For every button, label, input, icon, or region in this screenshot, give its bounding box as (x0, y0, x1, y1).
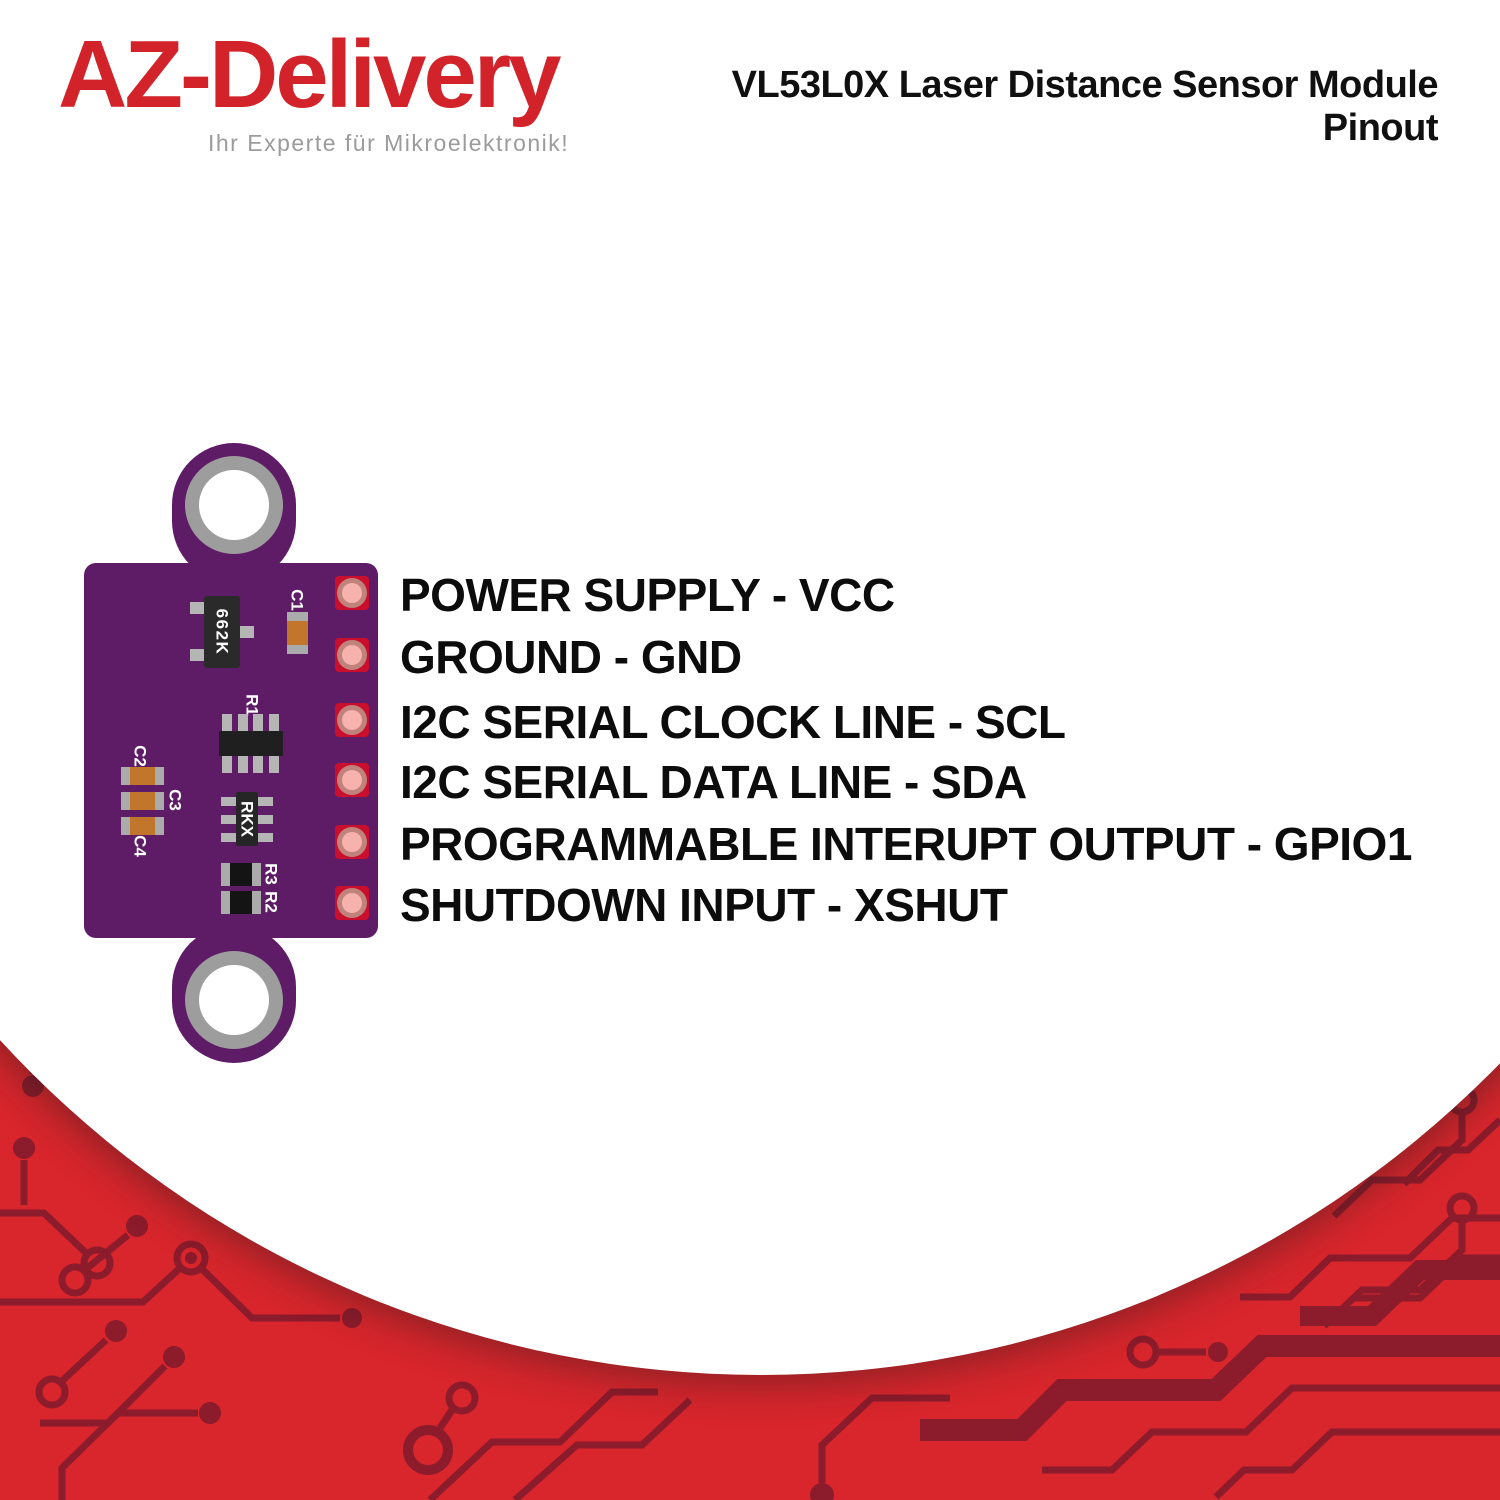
component-resistors-r3-r2: R3 R2 (221, 863, 281, 914)
component-regulator-u1: 662K (190, 596, 254, 668)
pin-pads (335, 576, 369, 920)
silkscreen-c3: C3 (166, 789, 185, 811)
component-ic-r1: R1 (219, 694, 283, 773)
pin-label-xshut: SHUTDOWN INPUT - XSHUT (400, 879, 1008, 931)
circuit-traces (0, 1000, 1500, 1500)
pin-label-sda: I2C SERIAL DATA LINE - SDA (400, 756, 1027, 808)
pin-pad-scl (335, 703, 369, 737)
brand-tagline: Ihr Experte für Mikroelektronik! (208, 130, 570, 156)
page-subtitle: Pinout (1322, 106, 1439, 149)
silkscreen-c1: C1 (288, 589, 307, 611)
component-capacitors-c2-c3-c4: C2 C3 C4 (121, 745, 185, 857)
brand-logo: AZ-Delivery (58, 21, 562, 128)
silkscreen-c2: C2 (131, 745, 150, 767)
mounting-hole-bottom (185, 951, 283, 1049)
silkscreen-r3: R3 (262, 863, 281, 885)
pin-label-gpio1: PROGRAMMABLE INTERUPT OUTPUT - GPIO1 (400, 818, 1412, 870)
pin-label-scl: I2C SERIAL CLOCK LINE - SCL (400, 696, 1066, 748)
silkscreen-r2: R2 (262, 891, 281, 913)
pin-pad-gnd (335, 638, 369, 672)
silkscreen-r1: R1 (243, 694, 262, 716)
pin-pad-vcc (335, 576, 369, 610)
pin-label-gnd: GROUND - GND (400, 631, 742, 683)
pin-pad-sda (335, 763, 369, 797)
pin-pad-gpio1 (335, 825, 369, 859)
component-capacitor-c1: C1 (287, 589, 308, 654)
silkscreen-c4: C4 (131, 835, 150, 857)
pin-label-vcc: POWER SUPPLY - VCC (400, 569, 895, 621)
pin-pad-xshut (335, 886, 369, 920)
title-block: VL53L0X Laser Distance Sensor Module Pin… (731, 64, 1439, 149)
mounting-hole-top (185, 456, 283, 554)
sensor-module-illustration: 662K C1 R1 C2 C3 C4 (84, 443, 378, 1063)
silkscreen-u1: 662K (213, 609, 232, 656)
page-title: VL53L0X Laser Distance Sensor Module (731, 64, 1439, 106)
silkscreen-u2: RKX (238, 801, 257, 838)
component-ic-u2: RKX (221, 792, 273, 846)
